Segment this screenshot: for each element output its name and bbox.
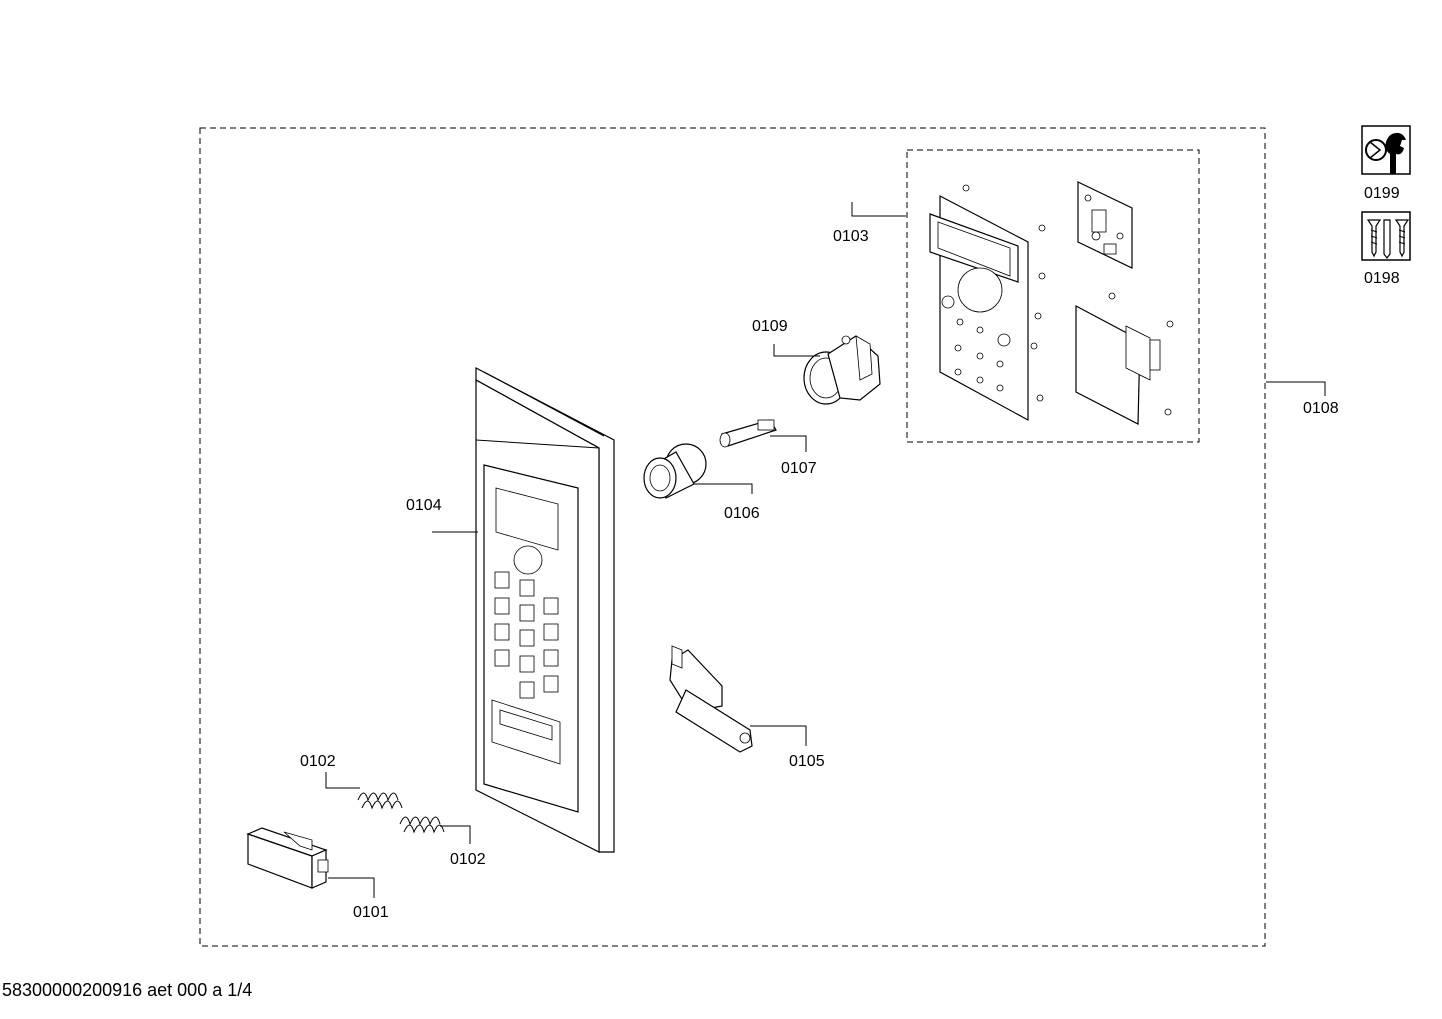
label-0109: 0109 xyxy=(752,318,788,335)
wrench-tool-icon[interactable] xyxy=(1361,125,1411,175)
control-knob[interactable] xyxy=(643,443,707,499)
assembly-boundary-0108 xyxy=(199,127,1266,947)
control-panel-front[interactable] xyxy=(475,367,615,853)
label-0101: 0101 xyxy=(353,904,389,921)
spring-upper[interactable] xyxy=(357,792,403,810)
encoder-board[interactable] xyxy=(1077,181,1133,269)
label-0105: 0105 xyxy=(789,753,825,770)
leader-lines xyxy=(325,202,1326,898)
screws-kit-icon[interactable] xyxy=(1361,211,1411,261)
knob-shaft[interactable] xyxy=(719,419,777,448)
label-0108: 0108 xyxy=(1303,400,1339,417)
pcb-screws xyxy=(962,184,1174,416)
label-0198: 0198 xyxy=(1364,270,1400,287)
document-footer: 58300000200916 aet 000 a 1/4 xyxy=(2,980,253,1000)
display-circuit-board[interactable] xyxy=(929,195,1029,422)
label-0102-upper: 0102 xyxy=(300,753,336,770)
knob-holder[interactable] xyxy=(803,335,881,405)
subassembly-boundary-0103 xyxy=(906,149,1200,443)
keypad-buttons xyxy=(494,571,559,699)
label-0199: 0199 xyxy=(1364,185,1400,202)
spring-lower[interactable] xyxy=(399,816,445,834)
label-0106: 0106 xyxy=(724,505,760,522)
power-board[interactable] xyxy=(1075,305,1161,425)
label-0104: 0104 xyxy=(406,497,442,514)
label-0102-lower: 0102 xyxy=(450,851,486,868)
door-push-button[interactable] xyxy=(246,827,329,889)
door-latch[interactable] xyxy=(669,645,753,753)
label-0107: 0107 xyxy=(781,460,817,477)
label-0103: 0103 xyxy=(833,228,869,245)
